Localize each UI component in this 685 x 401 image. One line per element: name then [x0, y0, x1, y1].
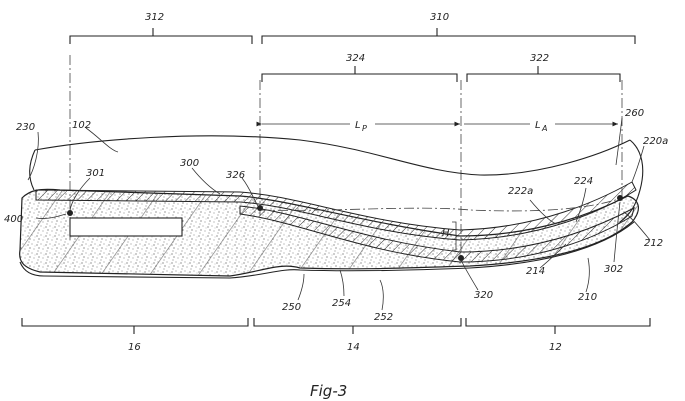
label-324: 324: [346, 53, 365, 64]
bracket-324: [261, 66, 458, 82]
internal-dashed-curve: [259, 197, 623, 212]
label-224: 224: [574, 176, 593, 187]
label-250: 250: [282, 302, 301, 313]
label-326: 326: [226, 170, 245, 181]
heel-insert: [69, 217, 183, 237]
label-212: 212: [644, 238, 663, 249]
bracket-322: [466, 66, 621, 82]
height-h-bracket: [452, 221, 460, 251]
label-lp-sub: P: [362, 124, 367, 133]
label-la-sub: A: [541, 124, 547, 133]
point-326: [257, 205, 263, 211]
label-254: 254: [332, 298, 351, 309]
label-301: 301: [86, 168, 105, 179]
label-322: 322: [530, 53, 549, 64]
leader-lines: [27, 117, 651, 311]
label-260: 260: [625, 108, 644, 119]
label-222a: 222a: [508, 186, 533, 197]
label-lp: L: [355, 120, 361, 131]
point-320: [458, 255, 464, 261]
bracket-16: [21, 318, 249, 334]
label-252: 252: [374, 312, 393, 323]
label-210: 210: [578, 292, 597, 303]
label-214: 214: [526, 266, 545, 277]
bracket-14: [253, 318, 462, 334]
label-300: 300: [180, 158, 199, 169]
label-320: 320: [474, 290, 493, 301]
plate-layer-lower: [239, 205, 635, 263]
label-h: H: [442, 228, 450, 239]
label-la: L: [535, 120, 541, 131]
outsole: [19, 221, 635, 279]
label-302: 302: [604, 264, 623, 275]
figure-caption: Fig-3: [310, 382, 347, 400]
bracket-312: [69, 28, 253, 44]
point-302: [617, 195, 623, 201]
label-16: 16: [128, 342, 141, 353]
label-312: 312: [145, 12, 164, 23]
label-14: 14: [347, 342, 360, 353]
label-12: 12: [549, 342, 562, 353]
upper-outline: [34, 135, 631, 176]
footbed-layer-top: [35, 181, 637, 241]
heel-counter: [29, 149, 36, 191]
bracket-310: [261, 28, 636, 44]
label-230: 230: [16, 122, 35, 133]
label-310: 310: [430, 12, 449, 23]
bracket-12: [465, 318, 651, 334]
point-301: [67, 210, 73, 216]
label-400: 400: [4, 214, 23, 225]
label-102: 102: [72, 120, 91, 131]
label-220a: 220a: [643, 136, 668, 147]
